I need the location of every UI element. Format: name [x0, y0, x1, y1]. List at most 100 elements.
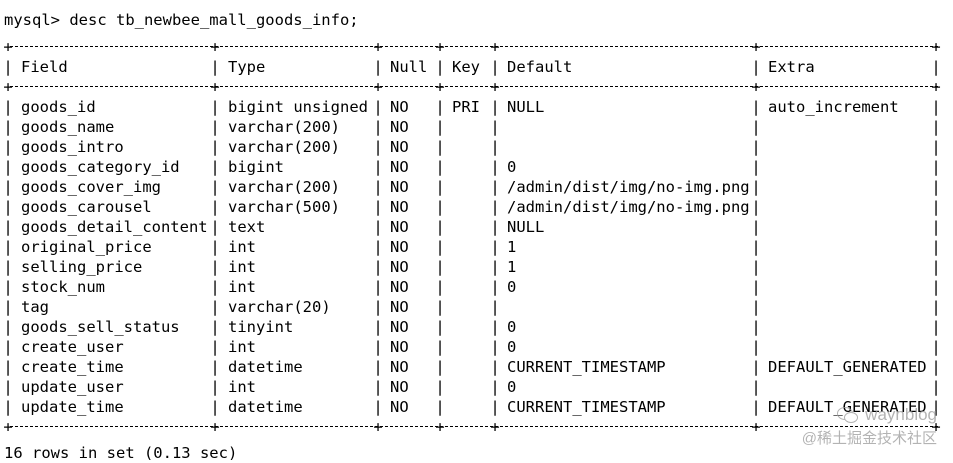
table-border-middle: +++++++: [3, 77, 953, 97]
column-separator: |: [3, 278, 13, 296]
border-corner: +: [3, 418, 13, 436]
column-separator: |: [931, 218, 941, 236]
column-separator: |: [435, 58, 445, 76]
border-corner: +: [751, 418, 761, 436]
border-corner: +: [490, 418, 500, 436]
column-separator: |: [435, 158, 445, 176]
column-separator: |: [490, 198, 500, 216]
column-separator: |: [3, 198, 13, 216]
cell-extra: Extra: [768, 58, 815, 76]
column-separator: |: [751, 118, 761, 136]
column-separator: |: [490, 278, 500, 296]
column-separator: |: [210, 298, 220, 316]
column-separator: |: [751, 258, 761, 276]
border-corner: +: [3, 38, 13, 56]
column-separator: |: [435, 98, 445, 116]
column-separator: |: [490, 318, 500, 336]
column-separator: |: [490, 58, 500, 76]
column-separator: |: [210, 318, 220, 336]
cell-null: NO: [390, 118, 409, 136]
border-corner: +: [435, 38, 445, 56]
cell-field: goods_intro: [21, 138, 124, 156]
column-separator: |: [210, 98, 220, 116]
border-corner: +: [490, 78, 500, 96]
column-separator: |: [210, 238, 220, 256]
column-separator: |: [210, 158, 220, 176]
cell-null: NO: [390, 278, 409, 296]
cell-null: NO: [390, 178, 409, 196]
column-separator: |: [490, 378, 500, 396]
cell-null: NO: [390, 378, 409, 396]
column-separator: |: [210, 118, 220, 136]
cell-type: int: [228, 338, 256, 356]
terminal-output: mysql> desc tb_newbee_mall_goods_info; +…: [3, 10, 953, 463]
column-separator: |: [3, 258, 13, 276]
column-separator: |: [931, 198, 941, 216]
column-separator: |: [210, 278, 220, 296]
cell-field: selling_price: [21, 258, 143, 276]
cell-default: 0: [507, 338, 517, 356]
cell-type: varchar(200): [228, 118, 340, 136]
column-separator: |: [490, 358, 500, 376]
column-separator: |: [435, 218, 445, 236]
column-separator: |: [3, 178, 13, 196]
cell-key: Key: [452, 58, 480, 76]
cell-default: Default: [507, 58, 573, 76]
column-separator: |: [490, 118, 500, 136]
column-separator: |: [435, 298, 445, 316]
border-corner: +: [210, 38, 220, 56]
column-separator: |: [3, 238, 13, 256]
border-corner: +: [210, 418, 220, 436]
column-separator: |: [751, 298, 761, 316]
column-separator: |: [3, 358, 13, 376]
column-separator: |: [931, 398, 941, 416]
column-separator: |: [931, 178, 941, 196]
wechat-icon: [837, 406, 859, 424]
cell-null: NO: [390, 298, 409, 316]
cell-null: NO: [390, 198, 409, 216]
cell-default: 0: [507, 158, 517, 176]
cell-field: goods_category_id: [21, 158, 180, 176]
cell-null: NO: [390, 338, 409, 356]
cell-extra: auto_increment: [768, 98, 899, 116]
column-separator: |: [751, 398, 761, 416]
cell-type: bigint unsigned: [228, 98, 368, 116]
cell-null: NO: [390, 138, 409, 156]
column-separator: |: [751, 138, 761, 156]
column-separator: |: [373, 358, 383, 376]
watermark-community: @稀土掘金技术社区: [801, 430, 937, 447]
column-separator: |: [751, 218, 761, 236]
column-separator: |: [373, 258, 383, 276]
cell-null: NO: [390, 358, 409, 376]
column-separator: |: [751, 338, 761, 356]
cell-field: goods_cover_img: [21, 178, 161, 196]
column-separator: |: [931, 138, 941, 156]
cell-field: stock_num: [21, 278, 105, 296]
column-separator: |: [931, 258, 941, 276]
column-separator: |: [210, 218, 220, 236]
column-separator: |: [373, 118, 383, 136]
cell-type: varchar(20): [228, 298, 331, 316]
cell-field: create_time: [21, 358, 124, 376]
cell-type: int: [228, 378, 256, 396]
column-separator: |: [210, 338, 220, 356]
cell-null: NO: [390, 218, 409, 236]
cell-extra: DEFAULT_GENERATED: [768, 358, 927, 376]
cell-null: NO: [390, 158, 409, 176]
cell-default: 0: [507, 318, 517, 336]
column-separator: |: [490, 178, 500, 196]
column-separator: |: [435, 398, 445, 416]
cell-type: int: [228, 278, 256, 296]
column-separator: |: [931, 378, 941, 396]
cell-type: Type: [228, 58, 266, 76]
border-corner: +: [373, 78, 383, 96]
cell-field: goods_name: [21, 118, 115, 136]
